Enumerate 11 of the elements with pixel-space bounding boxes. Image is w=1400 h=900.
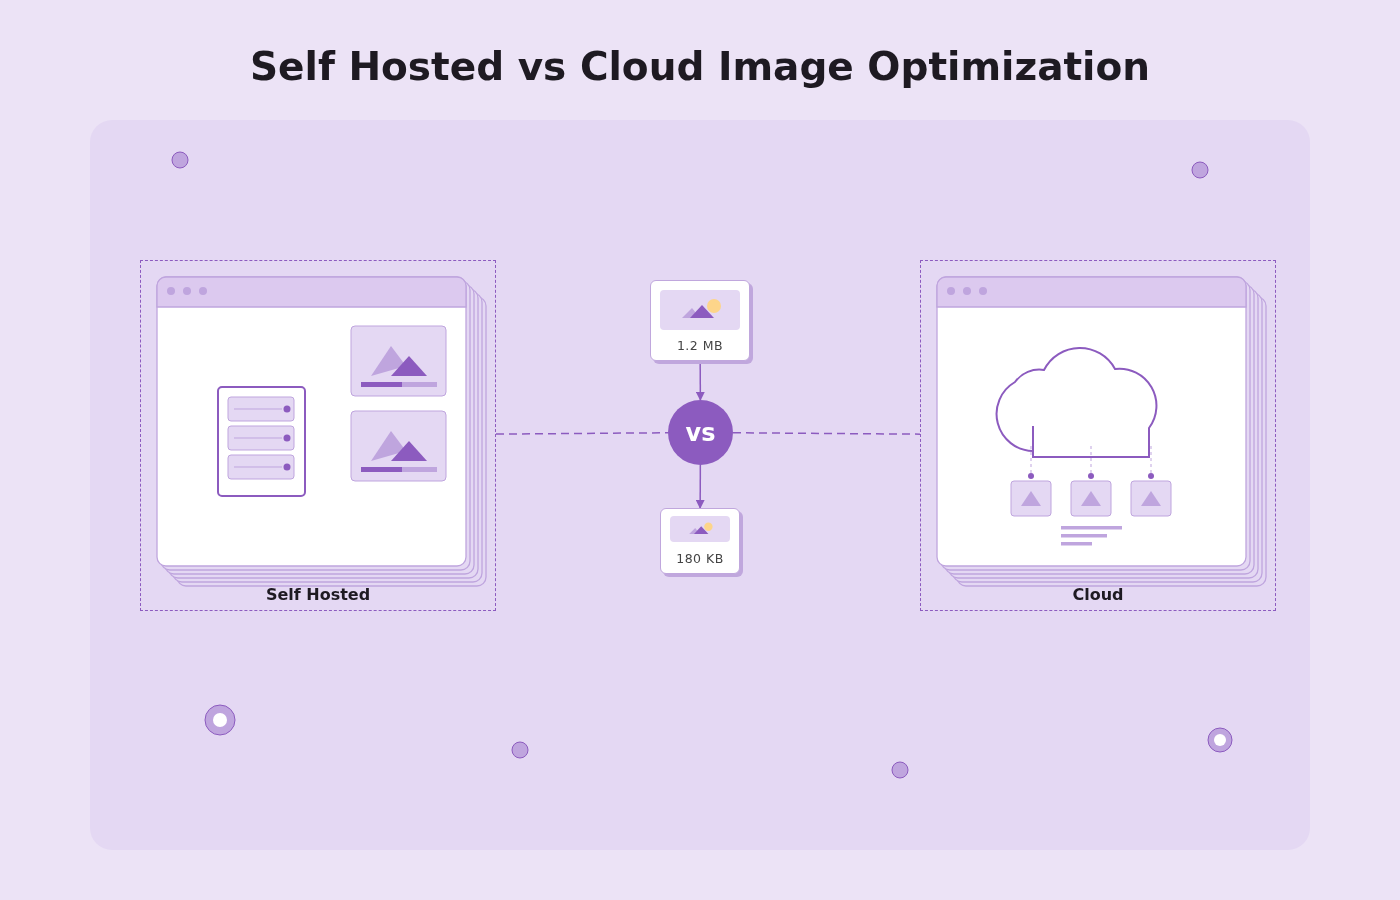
file-size-label: 180 KB [675, 551, 725, 566]
arrow [695, 464, 705, 509]
connector-line [732, 432, 921, 435]
image-card [650, 280, 750, 361]
connector-line [495, 432, 669, 435]
group-label: Self Hosted [264, 585, 372, 604]
image-card [660, 508, 740, 574]
group-label: Cloud [1071, 585, 1125, 604]
file-size-label: 1.2 MB [675, 338, 725, 353]
versus-label: vs [685, 418, 716, 447]
diagram-title: Self Hosted vs Cloud Image Optimization [249, 44, 1151, 89]
